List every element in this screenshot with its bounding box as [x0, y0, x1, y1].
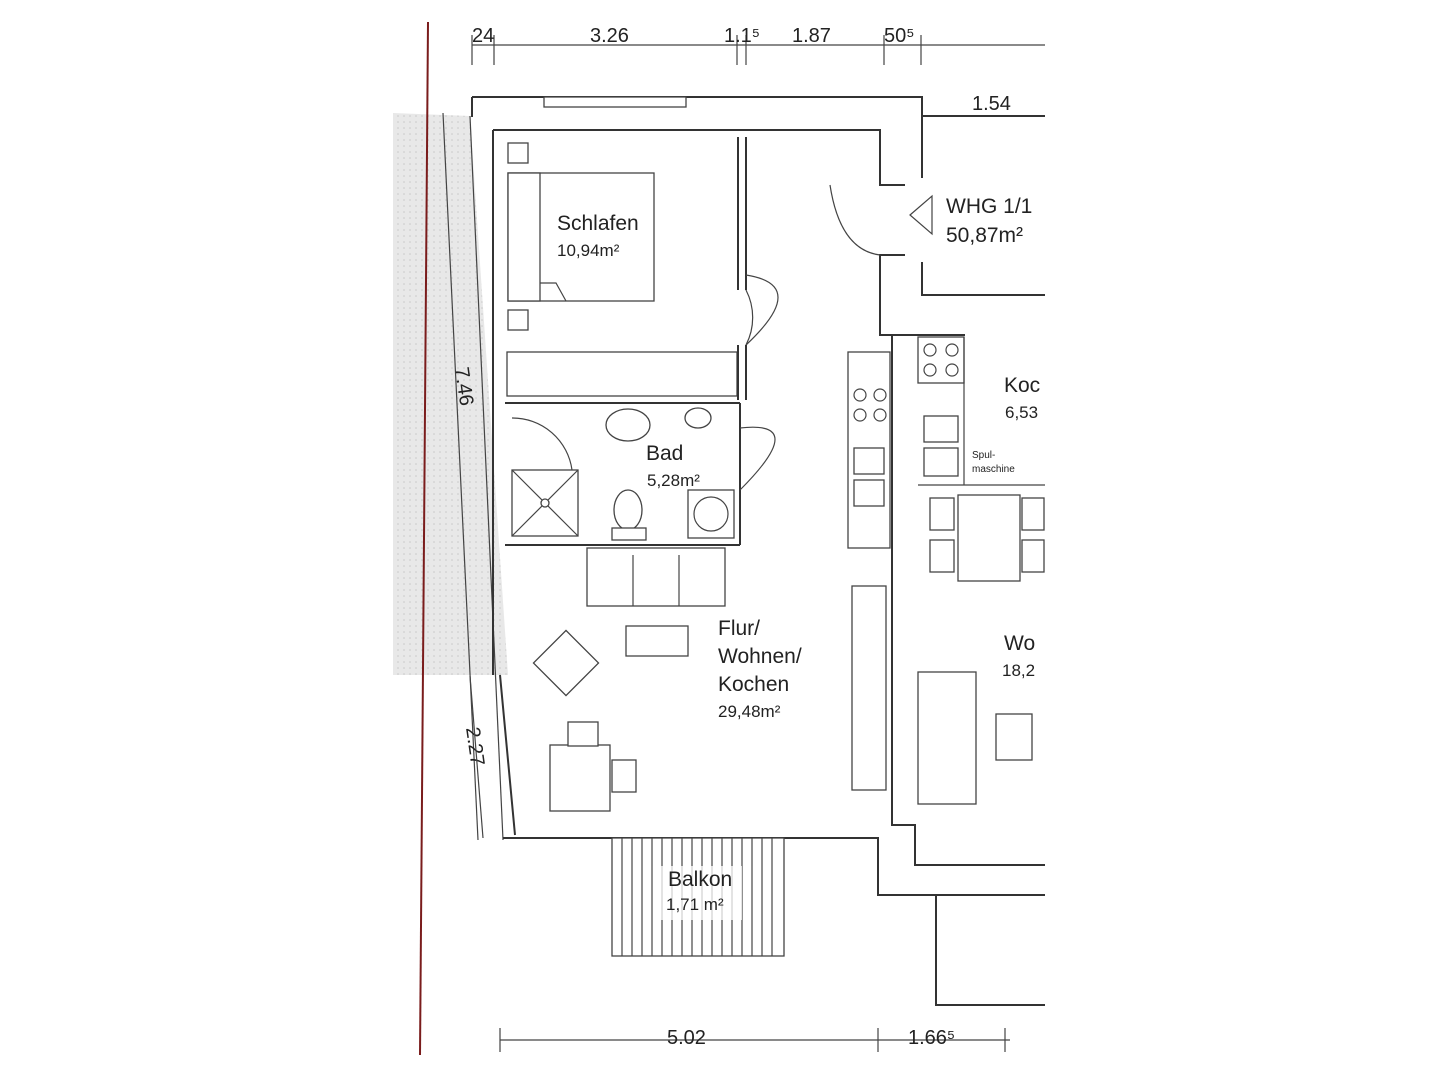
- dining-table: [957, 494, 1021, 582]
- dim-154: 1.54: [972, 93, 1011, 115]
- entrance-triangle-icon: [909, 194, 933, 236]
- wohnen-right-area: 18,2: [1002, 661, 1035, 680]
- top-dimension-line: [471, 35, 1045, 65]
- bad-name: Bad: [646, 442, 683, 465]
- dim-top-187: 1.87: [792, 25, 831, 47]
- whg-name: WHG 1/1: [946, 195, 1032, 218]
- spuel-label-1: Spul-: [972, 450, 995, 461]
- dim-left-746: 7.46: [450, 366, 477, 408]
- schlafen-door: [745, 274, 779, 346]
- entrance-door: [829, 184, 881, 256]
- schlafen-room: [506, 137, 779, 400]
- bad-room: [505, 402, 776, 546]
- neighbor-hatch: [393, 113, 508, 675]
- flur-area: 29,48m²: [718, 702, 781, 721]
- kochen-right-area: 6,53: [1005, 403, 1038, 422]
- wardrobe-hall: [851, 585, 887, 791]
- desk: [549, 744, 611, 812]
- schlafen-area: 10,94m²: [557, 241, 620, 260]
- kitchen-sink: [853, 447, 885, 475]
- boundary-line: [442, 112, 479, 841]
- nightstand-top: [507, 142, 529, 164]
- side-chair: [611, 759, 637, 793]
- toilet: [613, 489, 643, 531]
- sofa: [586, 547, 726, 607]
- bad-area: 5,28m²: [647, 471, 700, 490]
- flur-furniture: [532, 184, 891, 812]
- bidet: [684, 407, 712, 429]
- wohnen-right-name: Wo: [1004, 632, 1035, 655]
- balkon-name: Balkon: [668, 868, 732, 891]
- dim-top-115: 1.1⁵: [724, 25, 760, 47]
- boundary-line-2: [469, 115, 504, 841]
- armchair: [532, 629, 600, 697]
- whg-area: 50,87m²: [946, 224, 1023, 247]
- top-window: [543, 96, 687, 108]
- neighbor-sofa: [917, 671, 977, 805]
- dim-bottom-502: 5.02: [667, 1027, 706, 1049]
- desk-chair: [567, 721, 599, 747]
- washing-machine: [687, 489, 735, 539]
- balkon: [611, 837, 785, 957]
- spuel-label-2: maschine: [972, 464, 1015, 475]
- kochen-right-name: Koc: [1004, 374, 1040, 397]
- dim-line-left: [469, 675, 484, 839]
- neighbor-kitchen: [917, 336, 1045, 805]
- bad-door: [739, 426, 776, 491]
- wardrobe: [506, 351, 738, 397]
- flur-line1: Flur/: [718, 617, 760, 640]
- schlafen-name: Schlafen: [557, 212, 639, 235]
- dim-top-505: 50⁵: [884, 25, 915, 47]
- dim-top-326: 3.26: [590, 25, 629, 47]
- nightstand-bottom: [507, 309, 529, 331]
- flur-line3: Kochen: [718, 673, 789, 696]
- bottom-dimension-line: [499, 1028, 1010, 1052]
- washbasin: [605, 408, 651, 442]
- property-line: [419, 21, 429, 1056]
- dim-bottom-1665: 1.66⁵: [908, 1027, 955, 1049]
- balkon-area: 1,71 m²: [666, 895, 724, 914]
- coffee-table: [625, 625, 689, 657]
- flur-line2: Wohnen/: [718, 645, 802, 668]
- dim-top-24: 24: [472, 25, 494, 47]
